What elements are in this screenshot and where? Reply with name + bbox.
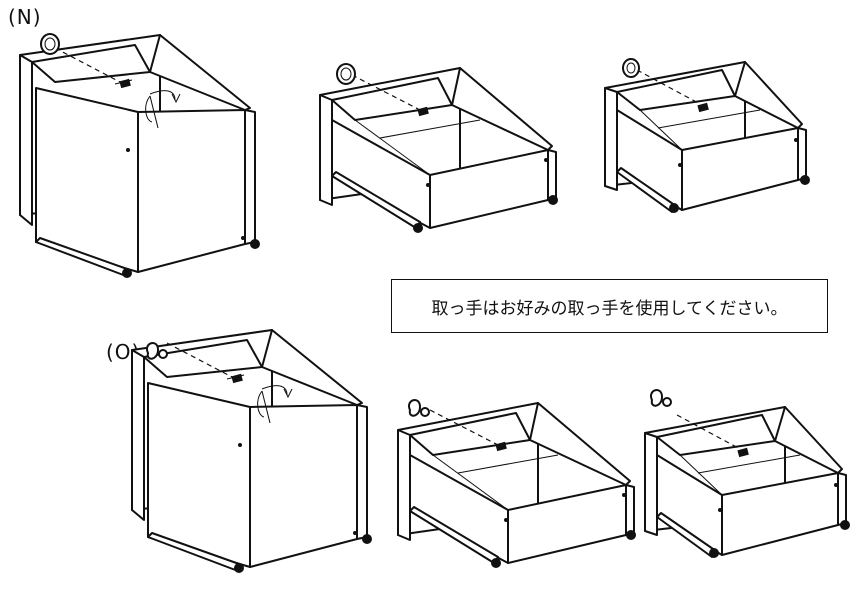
ring-handle-icon [336,63,356,85]
knob-handle-icon [650,389,672,407]
knob-handle-icon [146,342,168,360]
row-label-n: (N) [8,5,42,29]
knob-handle-icon [408,399,430,417]
instruction-note: 取っ手はお好みの取っ手を使用してください。 [391,279,828,333]
ring-handle-icon [40,33,60,55]
row-n [19,33,811,279]
row-o [131,329,851,574]
drawer-low-o [397,402,637,569]
ring-handle-icon [622,58,640,78]
drawer-small-n [604,61,811,214]
drawer-small-o [644,406,851,559]
drawer-tall-n [19,34,261,279]
drawer-low-n [319,67,559,234]
drawer-tall-o [131,329,373,574]
